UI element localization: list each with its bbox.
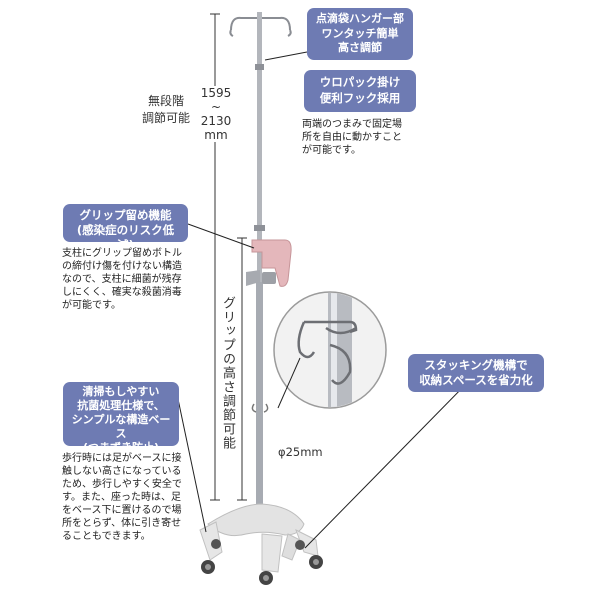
grip-callout-description: 支柱にグリップ留めボトル の締付け傷を付けない構造 なので、支柱に細菌が残存 し…	[62, 248, 182, 311]
base-callout-description: 歩行時には足がベースに接 触しない高さになっている ため、歩行しやすく安全で す…	[62, 453, 182, 542]
pole-diameter-label: φ25mm	[278, 445, 323, 459]
pole-lower	[256, 282, 263, 507]
caster-base-icon	[199, 503, 323, 585]
hook-callout-description: 両端のつまみで固定場 所を自由に動かすこと が可能です。	[302, 119, 402, 156]
grip-callout-badge: グリップ留め機能 (感染症のリスク低減)	[63, 204, 188, 252]
stepless-adjust-label: 無段階 調節可能	[141, 94, 190, 125]
hook-closeup-icon	[273, 291, 387, 409]
base-callout-badge: 清掃もしやすい 抗菌処理仕様で、 シンプルな構造ベース (つまずき防止)	[63, 382, 179, 454]
pole-upper	[257, 12, 262, 282]
small-hooks-icon	[251, 403, 269, 413]
hanger-callout-badge: 点滴袋ハンガー部 ワンタッチ簡単 高さ調節	[307, 8, 413, 60]
grip-dimension-line	[237, 237, 247, 501]
height-range-label: 1595 ~ 2130 mm	[193, 86, 239, 142]
hook-callout-badge: ウロパック掛け 便利フック採用	[304, 70, 416, 112]
grip-holder-icon	[246, 239, 292, 287]
stacking-callout-badge: スタッキング機構で 収納スペースを省力化	[408, 354, 544, 392]
grip-height-label: グリップの高さ調節可能	[220, 296, 235, 450]
